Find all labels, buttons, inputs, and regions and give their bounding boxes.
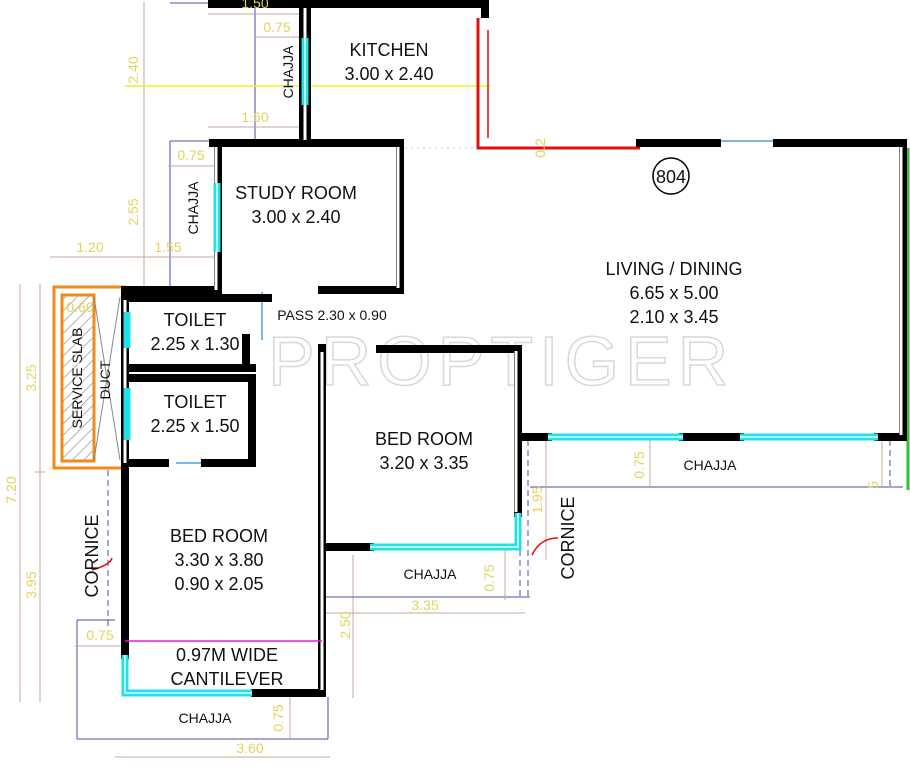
dim-label: 2.55	[125, 198, 141, 225]
toilet-2-size: 2.25 x 1.50	[150, 416, 239, 436]
pass-label: PASS 2.30 x 0.90	[277, 307, 387, 323]
bedroom-2-label: BED ROOM	[375, 429, 473, 449]
dim-label: 7.20	[3, 476, 19, 503]
cantilever-label-1: 0.97M WIDE	[176, 645, 278, 665]
chajja-label: CHAJJA	[684, 457, 738, 473]
windows	[121, 38, 878, 697]
cornice-marker	[531, 537, 559, 556]
dim-label: 2.40	[125, 56, 141, 83]
kitchen-label: KITCHEN	[349, 40, 428, 60]
dim-label: 0.75	[270, 704, 286, 731]
dim-label: 0.75	[263, 19, 290, 35]
red-wall	[476, 18, 640, 150]
dimension-lines	[19, 2, 903, 758]
kitchen-size: 3.00 x 2.40	[344, 64, 433, 84]
cornice-label: CORNICE	[558, 496, 578, 579]
study-room-label: STUDY ROOM	[235, 183, 357, 203]
watermark: PROPTIGER	[268, 322, 734, 400]
bedroom-2-size: 3.20 x 3.35	[379, 453, 468, 473]
bedroom-1-label: BED ROOM	[170, 526, 268, 546]
dim-label: 0.75	[86, 627, 113, 643]
dim-label: 5	[865, 481, 881, 489]
dim-label: 1.55	[154, 239, 181, 255]
cornice-label: CORNICE	[82, 514, 102, 597]
dim-label: 1.95	[529, 486, 545, 513]
dim-label: 2.50	[337, 611, 353, 638]
duct-label: DUCT	[97, 360, 113, 399]
unit-number-badge: 804	[652, 157, 690, 195]
cornice-marker	[91, 557, 113, 571]
dim-label: 1.20	[76, 239, 103, 255]
dim-label: 3.25	[23, 364, 39, 391]
cantilever-label-2: CANTILEVER	[170, 669, 283, 689]
toilet-1-size: 2.25 x 1.30	[150, 334, 239, 354]
dim-label: 3.35	[411, 597, 438, 613]
dim-label: 0.60	[66, 299, 93, 315]
dim-label: 1.60	[241, 109, 268, 125]
dim-label: 3.95	[23, 571, 39, 598]
dim-label: 0.75	[631, 451, 647, 478]
dim-label: 0.2	[532, 138, 548, 158]
dim-label: 3.60	[236, 740, 263, 756]
living-dining-size: 6.65 x 5.00	[629, 283, 718, 303]
dim-label: 0.75	[177, 147, 204, 163]
dim-label: 1.50	[241, 0, 268, 11]
dim-label: 0.75	[481, 564, 497, 591]
chajja-label: CHAJJA	[404, 566, 458, 582]
toilet-1-label: TOILET	[164, 310, 227, 330]
chajja-label: CHAJJA	[185, 181, 201, 235]
chajja-label: CHAJJA	[179, 710, 233, 726]
toilet-2-label: TOILET	[164, 392, 227, 412]
unit-number: 804	[656, 167, 686, 187]
bedroom-1-size: 3.30 x 3.80	[174, 550, 263, 570]
living-dining-size-2: 2.10 x 3.45	[629, 307, 718, 327]
service-slab-label: SERVICE SLAB	[69, 328, 85, 429]
bedroom-1-size-2: 0.90 x 2.05	[174, 574, 263, 594]
chajja-label: CHAJJA	[280, 45, 296, 99]
service-slab	[52, 285, 127, 470]
dimension-labels: 1.50 0.75 2.40 1.60 0.75 2.55 1.20 1.55 …	[3, 0, 881, 756]
living-dining-label: LIVING / DINING	[605, 259, 742, 279]
study-room-size: 3.00 x 2.40	[251, 207, 340, 227]
